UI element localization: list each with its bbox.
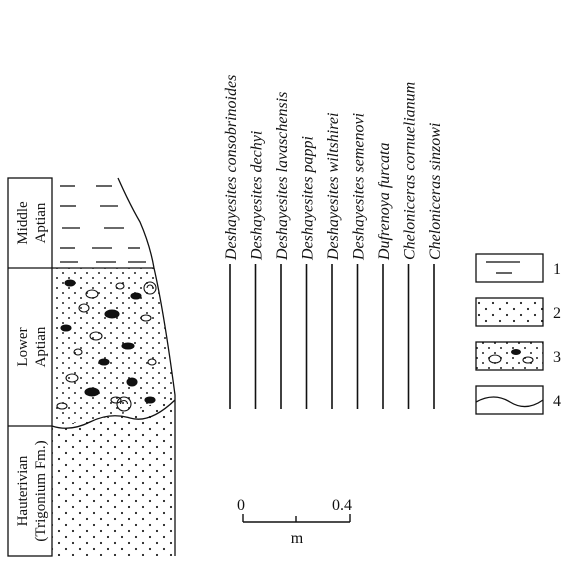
- stage-label-hauterivian: Hauterivian: [15, 455, 31, 526]
- legend-item-1: 1: [475, 253, 561, 283]
- taxon-label-8: Cheloniceras cornuelianum: [402, 82, 419, 260]
- shale-dashes: [60, 185, 146, 263]
- legend-number-2: 2: [553, 305, 561, 322]
- lithologic-column: [51, 177, 176, 556]
- legend-number-4: 4: [553, 393, 561, 410]
- stage-label-lower-aptian: Lower: [15, 327, 31, 366]
- taxon-label-1: Deshayesites consobrinoides: [223, 75, 240, 261]
- scale-bar: 0 0.4 m: [237, 497, 352, 547]
- stage-label-lower-aptian-2: Aptian: [33, 326, 49, 367]
- stage-label-middle-aptian: Middle: [15, 201, 31, 245]
- scale-label-end: 0.4: [332, 497, 352, 514]
- taxon-label-2: Deshayesites dechyi: [249, 131, 266, 261]
- scale-label-start: 0: [237, 497, 245, 514]
- legend-item-4: 4: [475, 385, 561, 415]
- stage-label-column: Middle Aptian Lower Aptian Hauterivian (…: [7, 177, 53, 557]
- taxa-ranges: Deshayesites consobrinoides Deshayesites …: [223, 75, 444, 409]
- taxon-label-3: Deshayesites lavaschensis: [274, 92, 291, 261]
- taxon-label-5: Deshayesites wiltshirei: [325, 113, 342, 261]
- stage-label-trigonium: (Trigonium Fm.): [33, 440, 49, 541]
- legend-item-3: 3: [475, 341, 561, 371]
- stage-label-middle-aptian-2: Aptian: [33, 202, 49, 243]
- scale-unit: m: [291, 530, 304, 547]
- legend: 1 2 3 4: [475, 253, 561, 415]
- taxon-label-9: Cheloniceras sinzowi: [427, 123, 444, 260]
- taxon-label-6: Deshayesites semenovi: [351, 113, 368, 261]
- legend-item-2: 2: [475, 297, 561, 327]
- taxon-label-4: Deshayesites pappi: [300, 136, 317, 261]
- taxon-label-7: Dufrenoya furcata: [376, 143, 393, 261]
- legend-number-1: 1: [553, 261, 561, 278]
- legend-number-3: 3: [553, 349, 561, 366]
- nodules: [56, 279, 157, 412]
